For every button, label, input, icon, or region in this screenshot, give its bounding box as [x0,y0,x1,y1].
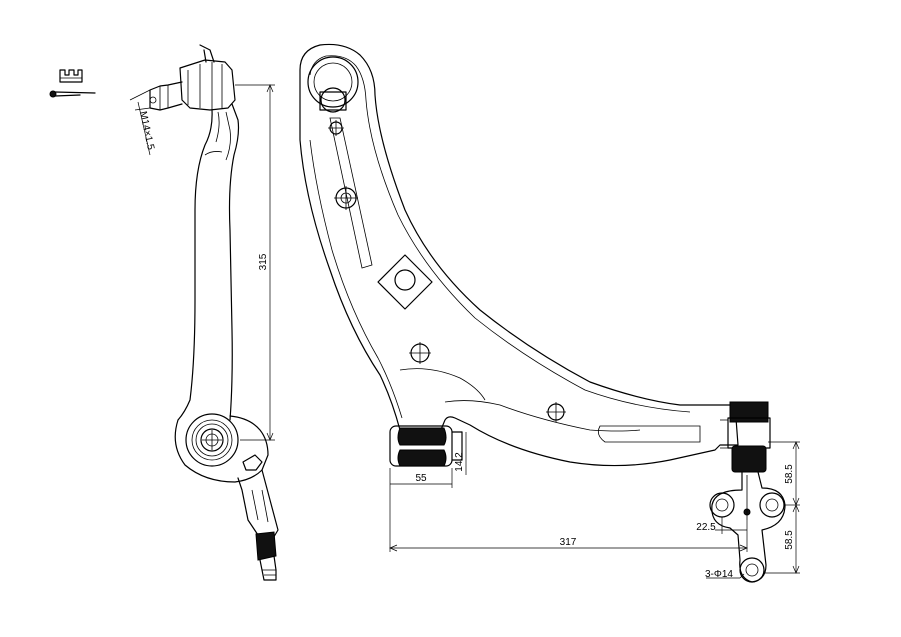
overall-width-label: 317 [560,537,577,548]
lower-height-label: 58.5 [784,530,795,550]
castle-nut-icon [59,69,83,83]
cotter-pin-icon [49,90,96,98]
side-length-label: 315 [258,253,269,270]
hole-offset-label: 22.5 [696,522,716,533]
dimension-58-5 [764,441,800,574]
dimension-55 [389,468,453,552]
left-bushing [389,425,463,467]
dimension-holes [706,573,745,579]
bushing-width-label: 55 [415,473,427,484]
thread-label: M14×1.5 [137,110,156,151]
dimension-thread [129,89,151,156]
upper-height-label: 58.5 [784,464,795,484]
dimension-317 [389,520,748,552]
front-view-arm [299,43,739,467]
upper-ball-joint [307,56,359,113]
crosshair-holes [328,120,566,422]
dimension-22-5 [715,517,747,534]
holes-label: 3-Φ14 [705,569,733,580]
right-bushing [720,401,771,473]
bushing-height-label: 14.2 [454,452,465,472]
dimension-315 [235,84,275,441]
side-view-arm [149,44,279,581]
lower-flange [709,471,786,583]
